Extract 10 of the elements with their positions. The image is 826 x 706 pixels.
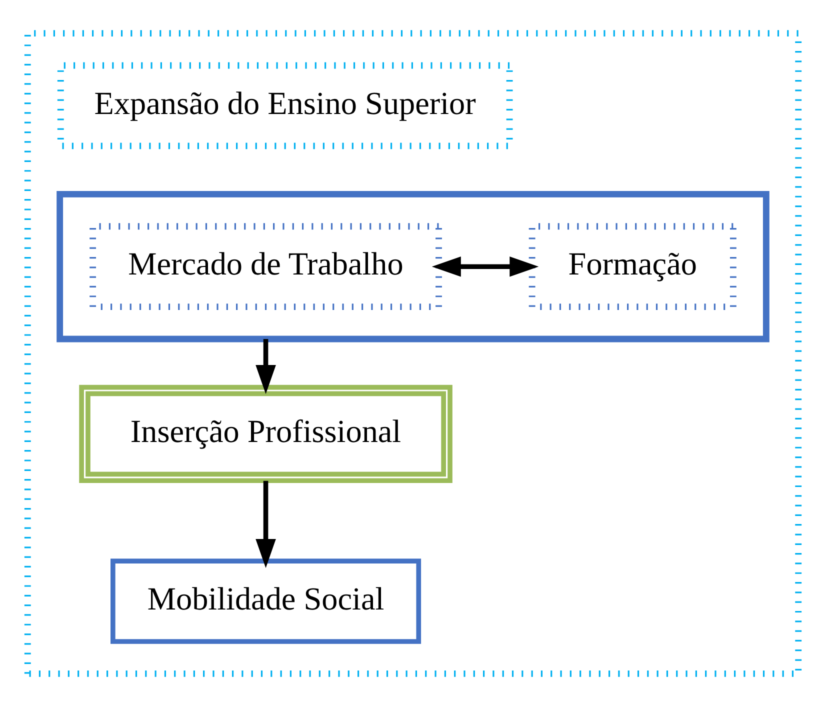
cluster bbox=[24, 30, 802, 676]
node-box: Inserção Profissional bbox=[79, 384, 452, 483]
cluster bbox=[56, 190, 770, 342]
arrow bbox=[432, 256, 539, 276]
node-box: Mobilidade Social bbox=[110, 558, 422, 644]
node-box: Formação bbox=[528, 222, 736, 310]
arrow bbox=[256, 480, 276, 568]
node-box: Expansão do Ensino Superior bbox=[57, 62, 513, 149]
arrow bbox=[256, 338, 276, 394]
node-box: Mercado de Trabalho bbox=[90, 222, 442, 310]
